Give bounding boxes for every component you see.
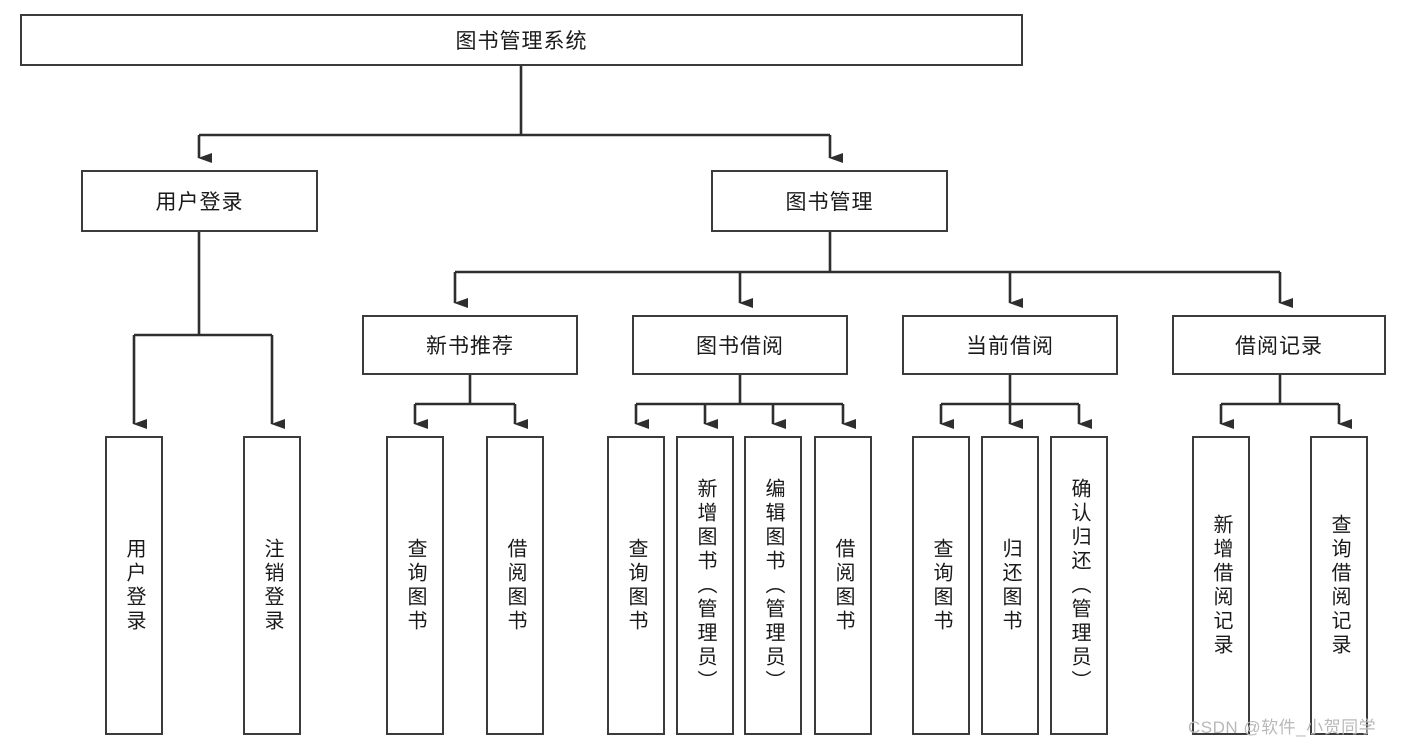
watermark: CSDN @软件_小贺同学 xyxy=(1188,718,1377,737)
leaf-label: 查询图书 xyxy=(930,537,952,634)
node-book-management-label: 图书管理 xyxy=(785,191,874,214)
leaf-label: 借阅图书 xyxy=(504,537,526,634)
leaf-label: 注销登录 xyxy=(261,537,283,634)
node-borrow-record[interactable]: 借阅记录 xyxy=(1172,315,1386,375)
leaf-book-borrow-1[interactable]: 新增图书（管理员） xyxy=(676,436,734,735)
leaf-label: 查询借阅记录 xyxy=(1328,513,1350,658)
leaf-label: 查询图书 xyxy=(625,537,647,634)
node-book-borrow-label: 图书借阅 xyxy=(696,335,784,358)
leaf-current-borrow-2[interactable]: 确认归还（管理员） xyxy=(1050,436,1108,735)
leaf-user-login-0[interactable]: 用户登录 xyxy=(105,436,163,735)
leaf-label: 编辑图书（管理员） xyxy=(762,477,784,694)
node-root-label: 图书管理系统 xyxy=(455,30,588,53)
node-borrow-record-label: 借阅记录 xyxy=(1235,335,1323,358)
leaf-borrow-record-1[interactable]: 查询借阅记录 xyxy=(1310,436,1368,735)
leaf-book-borrow-3[interactable]: 借阅图书 xyxy=(814,436,872,735)
leaf-label: 借阅图书 xyxy=(832,537,854,634)
node-book-management[interactable]: 图书管理 xyxy=(711,170,948,232)
leaf-current-borrow-1[interactable]: 归还图书 xyxy=(981,436,1039,735)
node-root[interactable]: 图书管理系统 xyxy=(20,14,1023,66)
leaf-label: 确认归还（管理员） xyxy=(1068,477,1090,694)
node-book-borrow[interactable]: 图书借阅 xyxy=(632,315,848,375)
leaf-borrow-record-0[interactable]: 新增借阅记录 xyxy=(1192,436,1250,735)
leaf-label: 新增图书（管理员） xyxy=(694,477,716,694)
node-new-book-recommend[interactable]: 新书推荐 xyxy=(362,315,578,375)
leaf-user-login-1[interactable]: 注销登录 xyxy=(243,436,301,735)
node-current-borrow[interactable]: 当前借阅 xyxy=(902,315,1118,375)
node-new-book-recommend-label: 新书推荐 xyxy=(426,335,514,358)
leaf-label: 新增借阅记录 xyxy=(1210,513,1232,658)
leaf-new-book-recommend-1[interactable]: 借阅图书 xyxy=(486,436,544,735)
node-user-login-label: 用户登录 xyxy=(155,191,244,214)
leaf-label: 归还图书 xyxy=(999,537,1021,634)
leaf-label: 查询图书 xyxy=(404,537,426,634)
leaf-new-book-recommend-0[interactable]: 查询图书 xyxy=(386,436,444,735)
node-user-login[interactable]: 用户登录 xyxy=(81,170,318,232)
leaf-label: 用户登录 xyxy=(123,537,145,634)
leaf-book-borrow-2[interactable]: 编辑图书（管理员） xyxy=(744,436,802,735)
leaf-book-borrow-0[interactable]: 查询图书 xyxy=(607,436,665,735)
leaf-current-borrow-0[interactable]: 查询图书 xyxy=(912,436,970,735)
node-current-borrow-label: 当前借阅 xyxy=(966,335,1054,358)
